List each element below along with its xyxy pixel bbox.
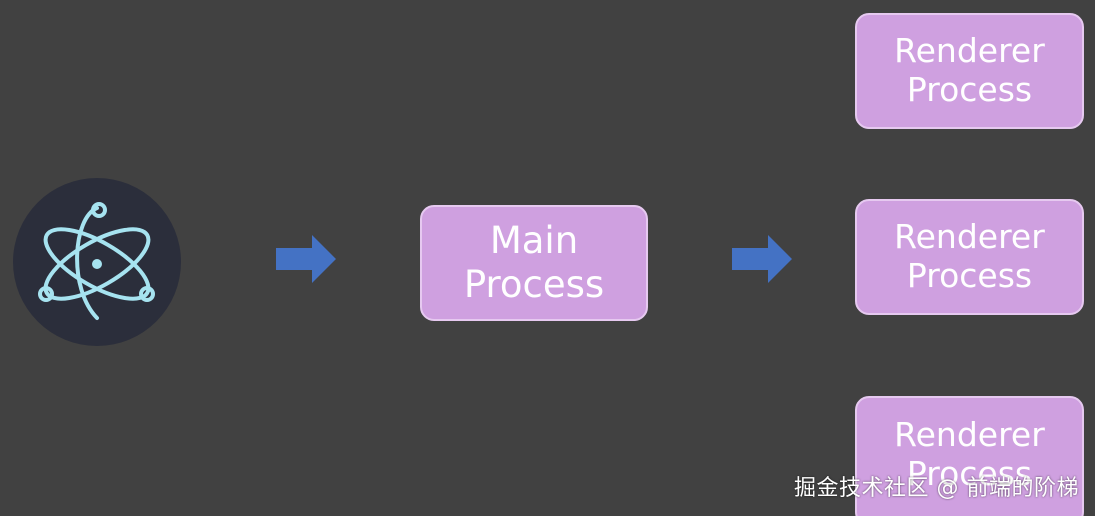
main-process-line2: Process xyxy=(463,263,605,306)
renderer-process-box: Renderer Process xyxy=(855,199,1084,315)
renderer-process-box: Renderer Process xyxy=(855,396,1084,516)
renderer-process-line2: Process xyxy=(906,256,1033,295)
electron-atom-icon xyxy=(38,202,155,320)
watermark-text: 掘金技术社区 @ 前端的阶梯 xyxy=(794,476,1079,501)
flow-arrow-icon xyxy=(732,235,792,283)
renderer-process-line1: Renderer xyxy=(894,415,1045,454)
renderer-process-line2: Process xyxy=(906,70,1033,109)
renderer-process-box: Renderer Process xyxy=(855,13,1084,129)
electron-logo-icon xyxy=(13,178,181,346)
renderer-process-line1: Renderer xyxy=(894,31,1045,71)
main-process-line1: Main xyxy=(489,219,579,263)
flow-arrow-icon xyxy=(276,235,336,283)
renderer-process-line2: Process xyxy=(906,453,1033,493)
renderer-process-line1: Renderer xyxy=(894,217,1045,257)
main-process-box: Main Process xyxy=(420,205,648,321)
